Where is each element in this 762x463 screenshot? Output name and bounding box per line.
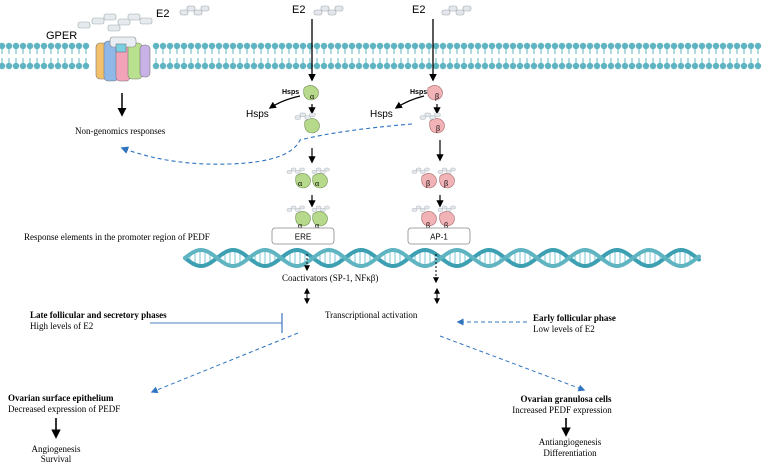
estradiol-molecule-icon	[437, 167, 456, 174]
er-alpha-hsps-complex: α Hsps	[282, 85, 319, 101]
differentiation-label: Differentiation	[543, 448, 597, 458]
transcriptional-label: Transcriptional activation	[325, 310, 418, 320]
hsps-tag-beta: Hsps	[410, 89, 427, 96]
gper-label: GPER	[46, 30, 77, 42]
beta-label: β	[436, 124, 440, 133]
antiangiogenesis-label: Antiangiogenesis	[539, 437, 602, 447]
survival-label: Survival	[41, 454, 72, 463]
alpha-label: α	[298, 179, 303, 188]
er-beta-e2-complex: β	[419, 112, 445, 134]
estradiol-molecule-icon	[286, 167, 305, 174]
alpha-label: α	[315, 221, 320, 230]
non-genomic-label: Non-genomics responses	[75, 126, 166, 136]
ose-sub: Decreased expression of PEDF	[8, 404, 120, 414]
ose-title: Ovarian surface epithelium	[8, 393, 114, 403]
beta-label: β	[435, 92, 439, 101]
estradiol-molecule-icon	[419, 112, 441, 120]
ap1-label: AP-1	[430, 233, 448, 242]
er-beta-dimer: β β	[411, 167, 456, 189]
e2-label-right: E2	[412, 4, 425, 16]
late-follicular-title: Late follicular and secretory phases	[30, 310, 167, 320]
beta-label: β	[426, 179, 430, 188]
hsps-release-arrow-alpha	[268, 95, 301, 109]
coactivators-label: Coactivators (SP-1, NFκβ)	[282, 273, 378, 283]
e2-label-left: E2	[156, 8, 169, 20]
alpha-label: α	[298, 221, 303, 230]
hsps-release-arrow-beta	[394, 95, 425, 109]
er-beta-dimer-bound: β β	[411, 205, 456, 230]
estradiol-molecule-icon	[294, 112, 316, 120]
er-alpha-dimer-bound: α α	[286, 205, 330, 230]
er-alpha-e2-complex	[294, 112, 320, 134]
e2-label-mid: E2	[292, 4, 305, 16]
gper-ligand-icon	[77, 13, 153, 32]
angiogenesis-label: Angiogenesis	[32, 444, 81, 454]
beta-label: β	[426, 221, 430, 230]
alpha-label: α	[310, 92, 315, 101]
hsps-out-beta: Hsps	[370, 109, 393, 120]
estradiol-molecule-icon	[286, 205, 305, 212]
alpha-label: α	[315, 179, 320, 188]
beta-label: β	[444, 179, 448, 188]
granulosa-dashed-arrow	[439, 335, 586, 392]
estradiol-molecule-icon	[179, 5, 210, 16]
estradiol-molecule-icon	[441, 5, 472, 16]
er-beta-hsps-complex: β Hsps	[410, 85, 443, 101]
granulosa-title: Ovarian granulosa cells	[520, 394, 611, 404]
ap1-box	[407, 227, 471, 245]
hsps-out-alpha: Hsps	[246, 109, 269, 120]
non-genomic-dashed-arrow	[120, 123, 413, 165]
ere-label: ERE	[295, 233, 311, 242]
estradiol-molecule-icon	[313, 5, 344, 16]
cell-membrane	[0, 42, 762, 70]
granulosa-sub: Increased PEDF expression	[512, 405, 612, 415]
late-follicular-sub: High levels of E2	[30, 321, 93, 331]
ere-box	[271, 227, 335, 245]
hsps-tag-alpha: Hsps	[282, 89, 299, 96]
estradiol-molecule-icon	[411, 167, 430, 174]
estradiol-molecule-icon	[311, 167, 330, 174]
beta-label: β	[444, 221, 448, 230]
er-alpha-dimer: α α	[286, 167, 330, 189]
estradiol-molecule-icon	[311, 205, 330, 212]
ose-dashed-arrow	[150, 332, 299, 394]
early-follicular-title: Early follicular phase	[533, 313, 616, 323]
estradiol-molecule-icon	[437, 205, 456, 212]
estradiol-molecule-icon	[411, 205, 430, 212]
response-elements-label: Response elements in the promoter region…	[24, 232, 210, 242]
gper-receptor	[77, 13, 153, 82]
dna-helix	[183, 247, 701, 269]
early-follicular-sub: Low levels of E2	[533, 324, 595, 334]
